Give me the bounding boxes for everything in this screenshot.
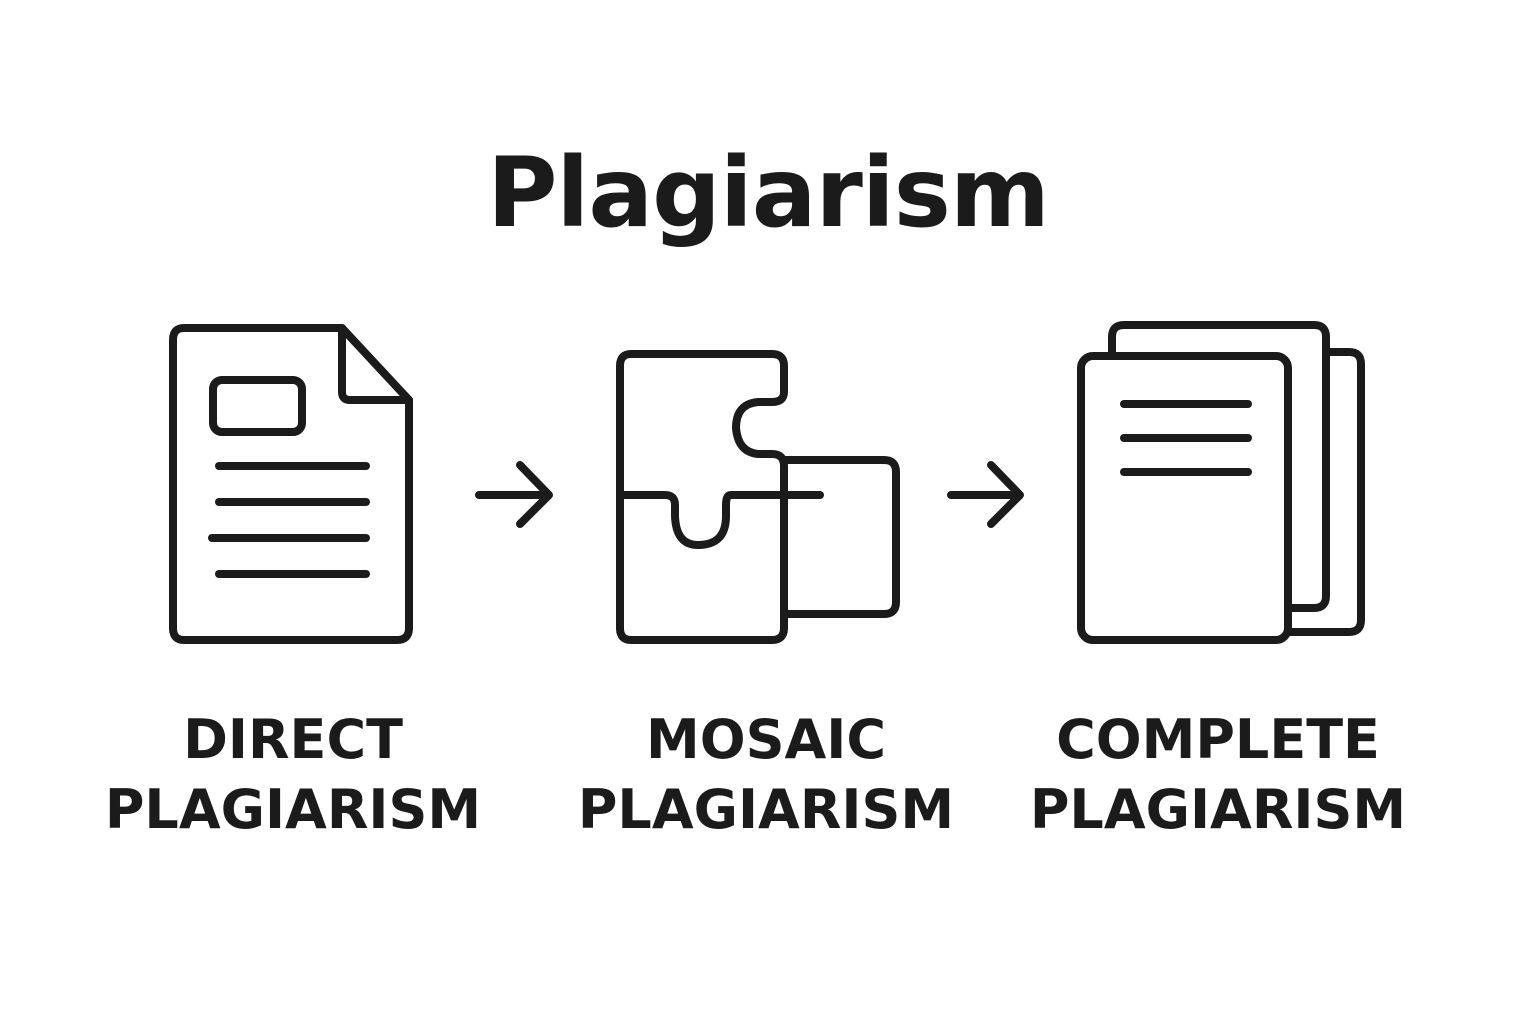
arrow-right-icon — [475, 461, 553, 528]
step-label-line2: PLAGIARISM — [104, 778, 482, 841]
stacked-pages-icon — [1077, 321, 1365, 644]
step-label-complete: COMPLETE PLAGIARISM — [1008, 705, 1428, 845]
step-label-direct: DIRECT PLAGIARISM — [83, 705, 503, 845]
puzzle-icon — [616, 350, 900, 644]
step-label-mosaic: MOSAIC PLAGIARISM — [556, 705, 976, 845]
arrow-right-icon — [947, 461, 1024, 528]
step-label-line2: PLAGIARISM — [577, 778, 955, 841]
diagram-title: Plagiarism — [487, 137, 1050, 249]
document-icon — [169, 324, 413, 644]
step-label-line1: COMPLETE — [1056, 708, 1380, 771]
step-label-line2: PLAGIARISM — [1029, 778, 1407, 841]
step-label-line1: MOSAIC — [645, 708, 887, 771]
step-label-line1: DIRECT — [183, 708, 403, 771]
